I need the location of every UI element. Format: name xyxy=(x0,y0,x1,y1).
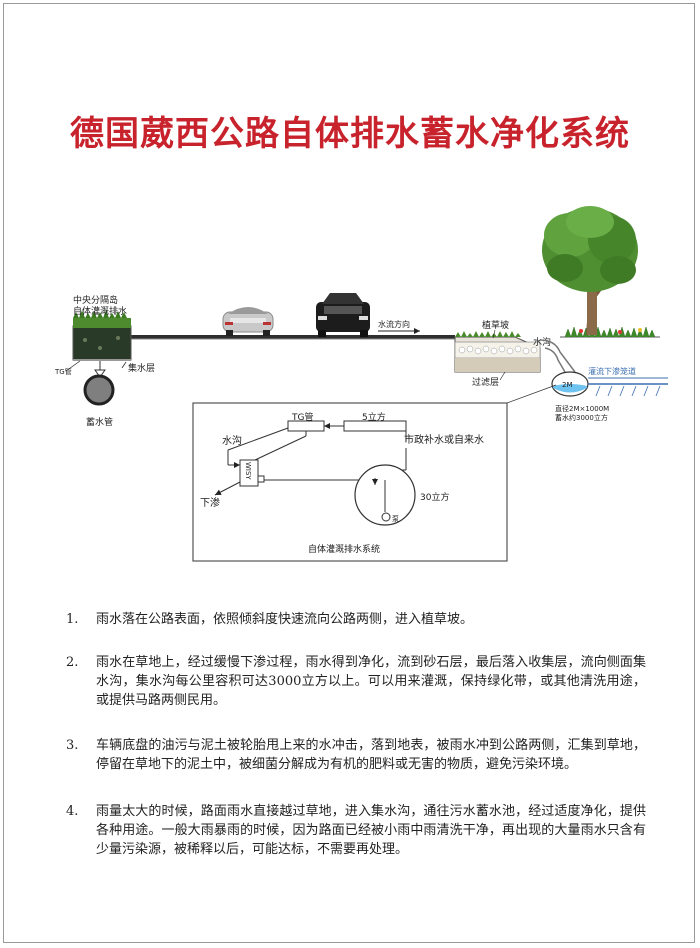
collect-layer-label: 集水层 xyxy=(128,362,155,374)
note-number: 1. xyxy=(66,612,79,627)
schematic-ditch: 水沟 xyxy=(222,434,242,447)
schematic-supply: 市政补水或自来水 xyxy=(404,433,484,446)
note-number: 3. xyxy=(66,738,79,753)
grass-slope xyxy=(454,331,541,373)
schematic-tg-pipe: TG管 xyxy=(291,411,313,423)
pump-icon xyxy=(381,512,391,522)
road-drainage-diagram: 中央分隔岛 自体灌溉排水 TG管 集水层 蓄水管 水流方向 xyxy=(54,206,668,562)
schematic-box: TG管 5立方 市政补水或自来水 水沟 WISY 下渗 30立方 泵 自体灌溉排… xyxy=(192,402,508,562)
page-frame xyxy=(3,3,695,943)
note-number: 4. xyxy=(66,804,79,819)
ditch-label: 水沟 xyxy=(533,336,551,348)
grass-slope-label: 植草坡 xyxy=(482,319,509,331)
note-number: 2. xyxy=(66,655,79,670)
median-label: 中央分隔岛 xyxy=(73,294,118,306)
note-text: 雨量太大的时候，路面雨水直接越过草地，进入集水沟，通往污水蓄水池，经过适度净化，… xyxy=(96,804,646,857)
car-silver-icon xyxy=(222,307,274,336)
note-item: 4. 雨量太大的时候，路面雨水直接越过草地，进入集水沟，通往污水蓄水池，经过适度… xyxy=(66,802,646,859)
median-island xyxy=(72,310,132,361)
notes-list: 1. 雨水落在公路表面，依照倾斜度快速流向公路两侧，进入植草坡。 2. 雨水在草… xyxy=(66,610,646,883)
schematic-caption: 自体灌溉排水系统 xyxy=(308,543,380,555)
filter-layer-label: 过滤层 xyxy=(472,376,499,388)
page-title: 德国葳西公路自体排水蓄水净化系统 xyxy=(70,114,630,154)
storage-pipe-icon xyxy=(83,374,115,406)
storage-tank-icon: 2M xyxy=(551,371,589,397)
note-item: 2. 雨水在草地上，经过缓慢下渗过程，雨水得到净化，流到砂石层，最后落入收集层，… xyxy=(66,653,646,710)
tank-spec-1: 直径2M×1000M xyxy=(555,404,609,413)
note-text: 雨水在草地上，经过缓慢下渗过程，雨水得到净化，流到砂石层，最后落入收集层，流向侧… xyxy=(96,655,646,708)
note-item: 3. 车辆底盘的油污与泥土被轮胎甩上来的水冲击，落到地表，被雨水冲到公路两侧，汇… xyxy=(66,736,646,774)
flow-direction-label: 水流方向 xyxy=(378,319,410,329)
tree-icon xyxy=(542,206,638,336)
schematic-thirty-cubic: 30立方 xyxy=(420,491,449,503)
note-item: 1. 雨水落在公路表面，依照倾斜度快速流向公路两侧，进入植草坡。 xyxy=(66,610,646,629)
schematic-pump: 泵 xyxy=(392,515,399,523)
schematic-five-cubic: 5立方 xyxy=(362,411,386,423)
seep-pipe-label: 灌流下渗笼道 xyxy=(588,366,636,376)
car-black-icon xyxy=(316,293,370,337)
median-drain-label: 自体灌溉排水 xyxy=(73,305,127,317)
tank-2m-label: 2M xyxy=(562,381,573,389)
tank-spec-2: 蓄水约3000立方 xyxy=(555,413,608,422)
tg-pipe-label: TG管 xyxy=(54,367,72,376)
schematic-wisy: WISY xyxy=(244,462,252,480)
note-text: 雨水落在公路表面，依照倾斜度快速流向公路两侧，进入植草坡。 xyxy=(96,612,474,627)
down-arrow-icon xyxy=(94,361,106,378)
schematic-seep: 下渗 xyxy=(200,496,220,509)
note-text: 车辆底盘的油污与泥土被轮胎甩上来的水冲击，落到地表，被雨水冲到公路两侧，汇集到草… xyxy=(96,738,646,772)
storage-pipe-label: 蓄水管 xyxy=(86,416,113,428)
